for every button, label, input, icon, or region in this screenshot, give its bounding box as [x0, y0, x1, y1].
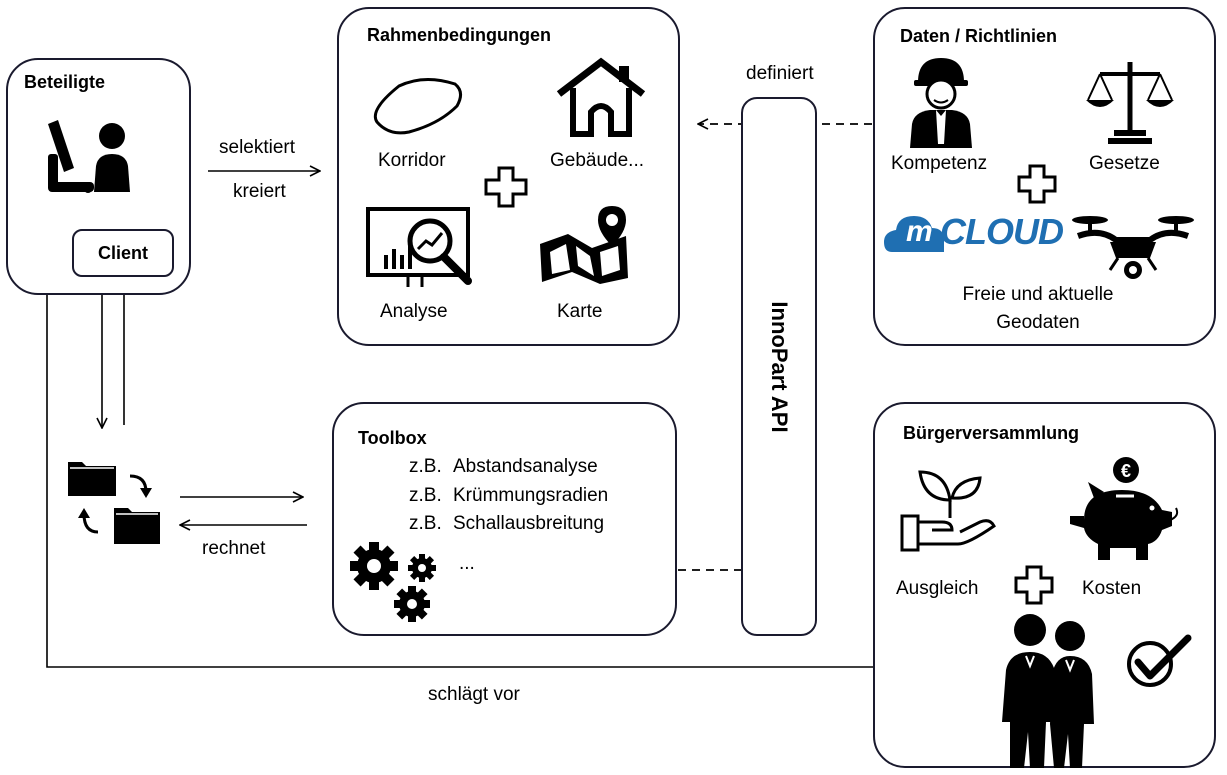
- edge-label-kreiert: kreiert: [233, 181, 286, 202]
- toolbox-item-prefix: z.B.: [409, 485, 442, 506]
- innopart-api-box: InnoPart API: [741, 97, 817, 636]
- mcloud-m: m: [906, 215, 933, 248]
- plus-icon-rahmen: [484, 166, 528, 208]
- arrow-schlaegt-vor: [46, 217, 918, 667]
- engineer-icon: [910, 58, 972, 148]
- scales-of-justice-icon: [1086, 62, 1174, 144]
- toolbox-item-prefix: z.B.: [409, 513, 442, 534]
- beteiligte-title: Beteiligte: [24, 72, 106, 92]
- piggy-bank-icon: €: [1070, 457, 1179, 560]
- toolbox-item-schallausbreitung: Schallausbreitung: [453, 513, 605, 534]
- toolbox-item-prefix: z.B.: [409, 456, 442, 477]
- toolbox-item-kruemmungsradien: Krümmungsradien: [453, 485, 609, 506]
- folder-sync-icon: [68, 462, 160, 544]
- client-box[interactable]: Client: [72, 229, 174, 277]
- drone-icon: [1072, 216, 1194, 279]
- house-icon: [556, 57, 646, 137]
- toolbox-more: ...: [459, 553, 475, 574]
- daten-title: Daten / Richtlinien: [900, 26, 1058, 46]
- kompetenz-label: Kompetenz: [891, 153, 988, 174]
- mcloud-text: CLOUD: [940, 211, 1064, 252]
- rahmenbedingungen-title: Rahmenbedingungen: [367, 25, 551, 45]
- gears-icon: [350, 542, 436, 622]
- buergerversammlung-title: Bürgerversammlung: [903, 423, 1080, 443]
- gesetze-label: Gesetze: [1089, 153, 1160, 174]
- edge-label-rechnet: rechnet: [202, 538, 266, 559]
- mcloud-logo: m CLOUD: [884, 206, 1064, 256]
- gebaeude-label: Gebäude...: [550, 150, 645, 171]
- toolbox-box: [332, 402, 677, 636]
- kosten-label: Kosten: [1082, 578, 1142, 599]
- edge-label-selektiert: selektiert: [219, 137, 296, 158]
- hand-plant-icon: [900, 470, 996, 552]
- plus-icon-daten: [1017, 164, 1057, 204]
- toolbox-item-abstandsanalyse: Abstandsanalyse: [453, 456, 598, 477]
- people-group-icon: [1002, 614, 1094, 768]
- toolbox-title: Toolbox: [358, 428, 427, 448]
- analyse-label: Analyse: [380, 301, 448, 322]
- corridor-shape-icon: [373, 78, 462, 135]
- analysis-board-icon: [366, 207, 472, 287]
- edge-label-schlaegt-vor: schlägt vor: [428, 684, 520, 705]
- checkmark-icon: [1127, 634, 1192, 687]
- ausgleich-label: Ausgleich: [896, 578, 979, 599]
- innopart-api-label: InnoPart API: [767, 300, 792, 433]
- user-at-desk-icon: [48, 120, 130, 193]
- korridor-label: Korridor: [378, 150, 446, 171]
- euro-sign: €: [1121, 461, 1131, 481]
- mcloud-cloud-icon: [884, 216, 944, 252]
- map-pin-icon: [540, 206, 628, 284]
- geodaten-label: Freie und aktuelle Geodaten: [962, 284, 1114, 333]
- karte-label: Karte: [557, 301, 603, 322]
- edge-label-definiert: definiert: [746, 63, 814, 84]
- plus-icon-buerger: [1014, 565, 1054, 605]
